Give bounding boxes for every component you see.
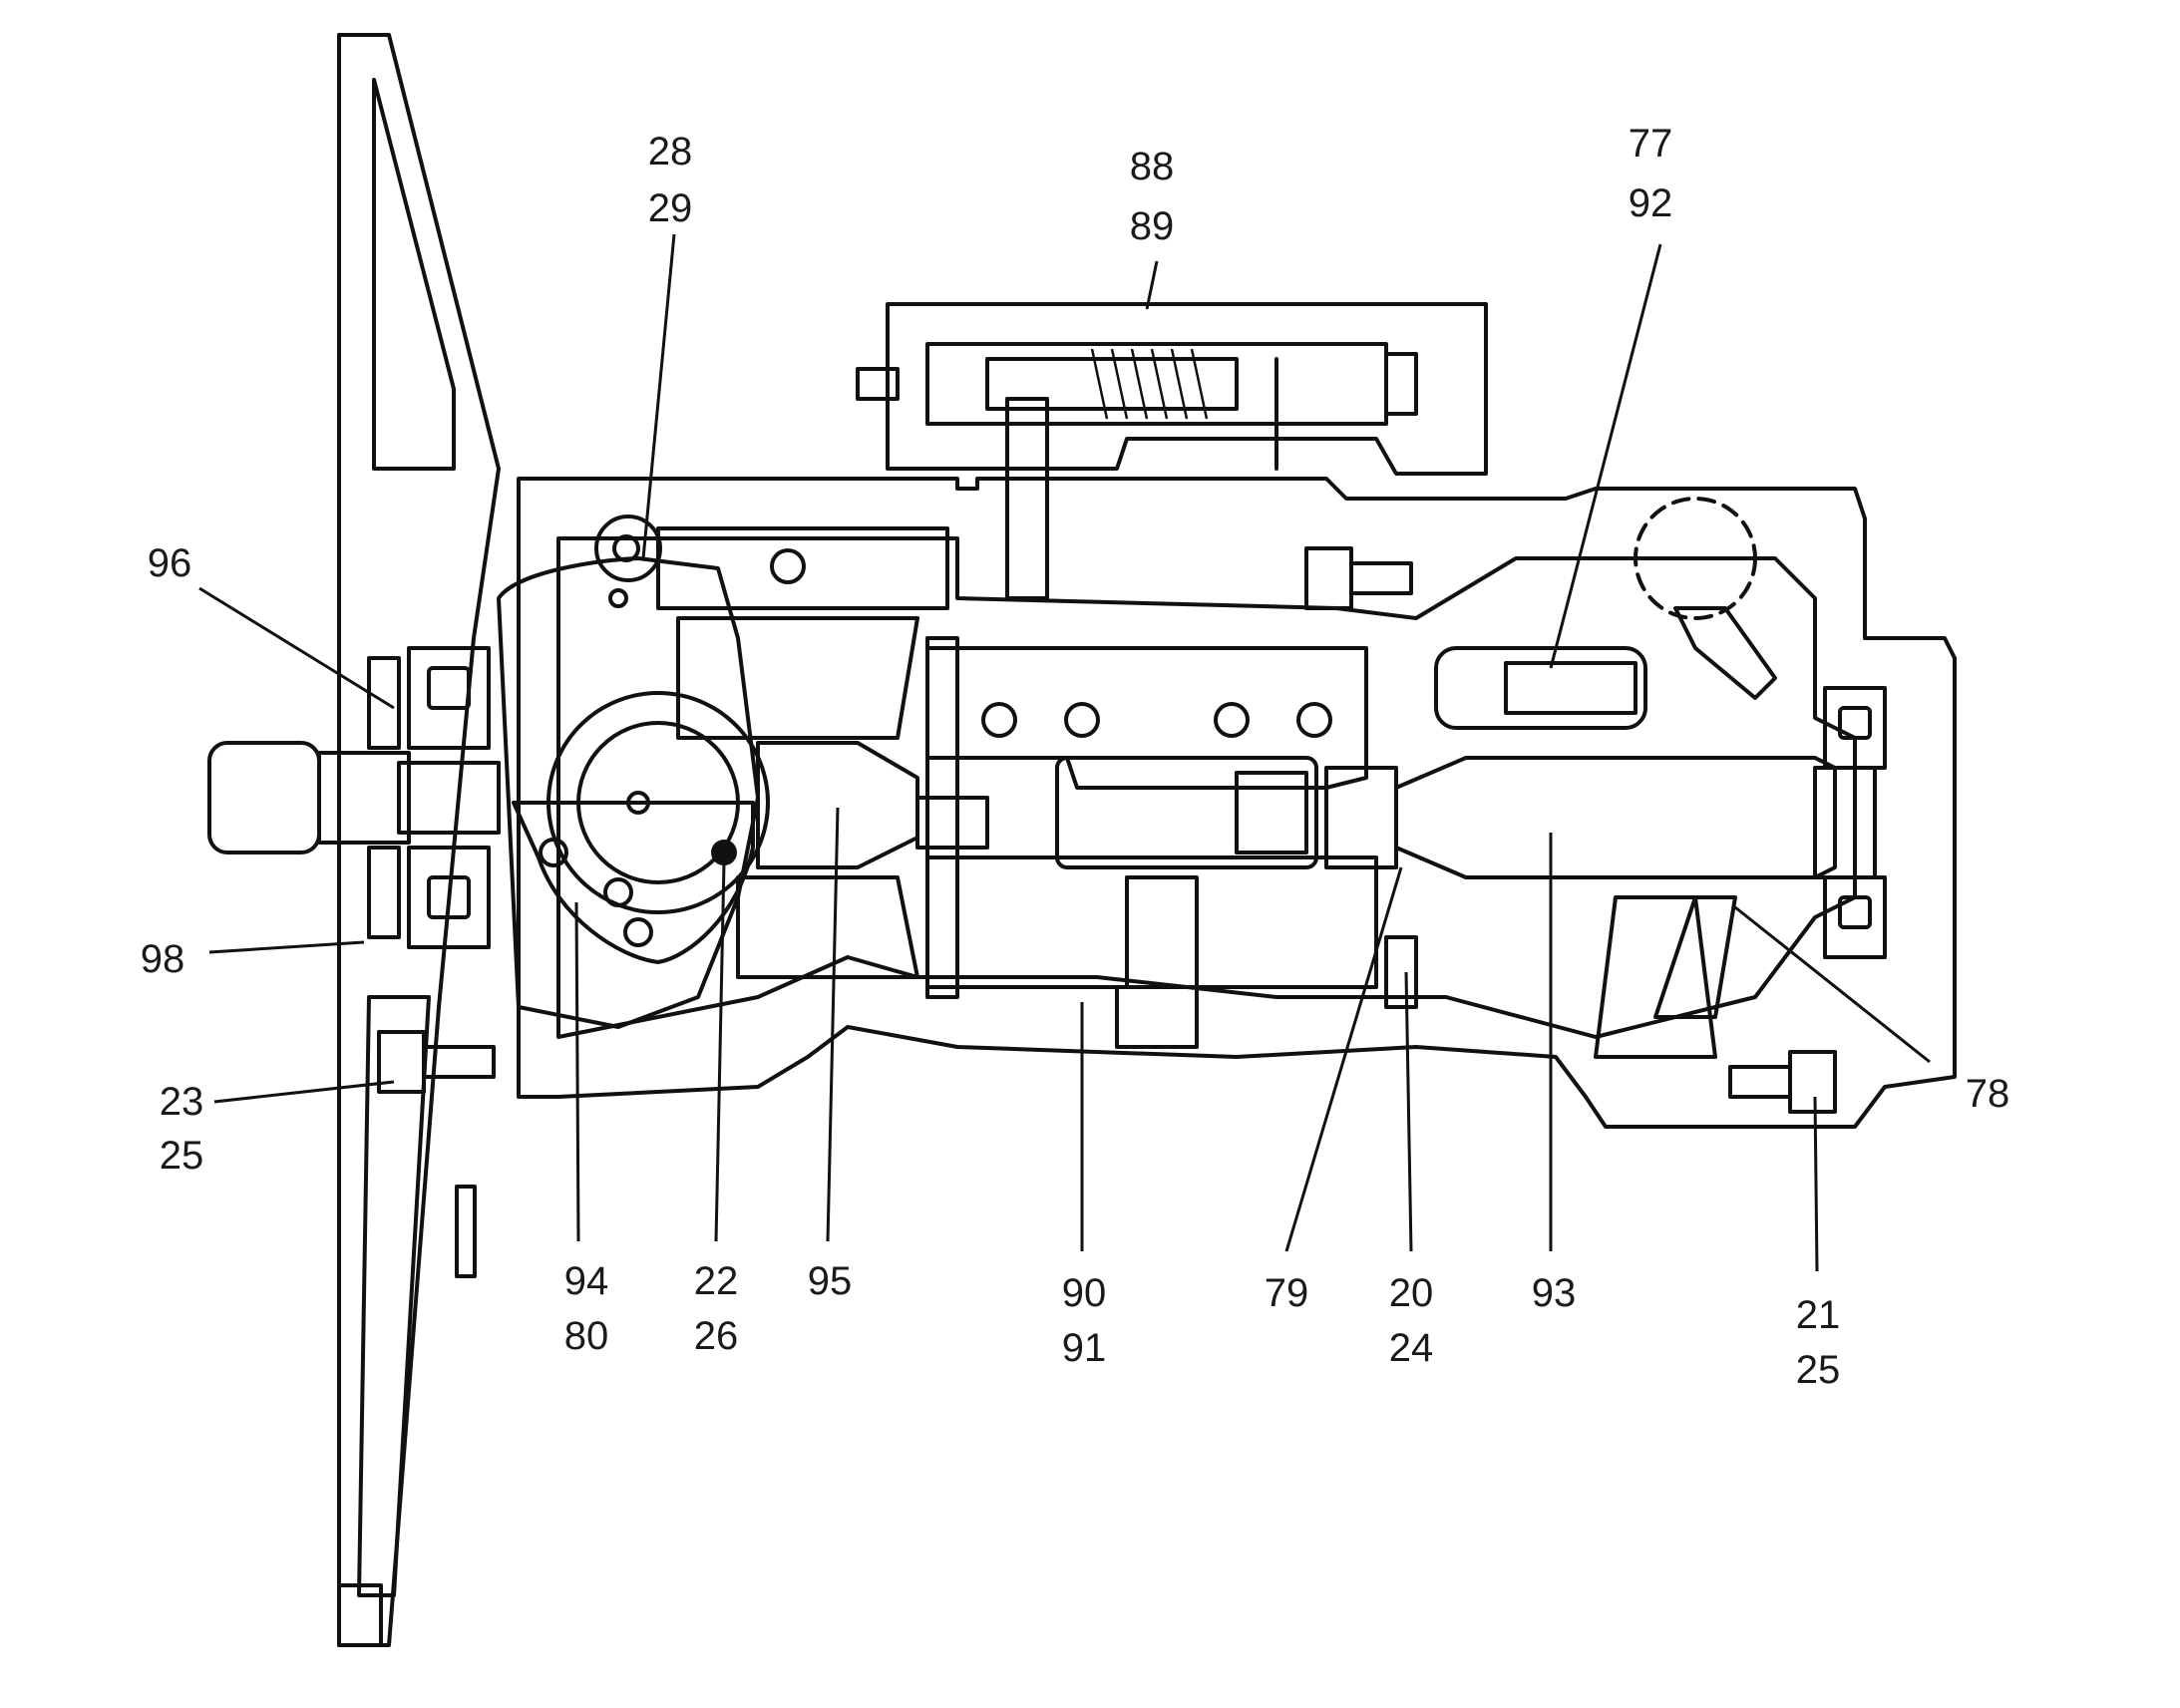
callout-89: 89 xyxy=(1130,204,1175,248)
leader-88-89 xyxy=(1145,260,1159,310)
swashplate-trunnion xyxy=(497,514,949,1029)
callout-94: 94 xyxy=(564,1259,609,1303)
charge-pump-assembly xyxy=(1434,497,1777,1059)
callout-20: 20 xyxy=(1389,1271,1434,1315)
callout-93: 93 xyxy=(1532,1271,1577,1315)
callout-79: 79 xyxy=(1265,1271,1309,1315)
callout-25-left: 25 xyxy=(160,1134,204,1178)
callout-22: 22 xyxy=(694,1259,739,1303)
callout-labels: 96 98 23 25 28 29 88 89 77 92 94 80 22 2… xyxy=(141,122,2010,1392)
leader-lines xyxy=(198,233,1931,1272)
callout-90: 90 xyxy=(1062,1271,1107,1315)
leader-20-24 xyxy=(1404,971,1413,1252)
callout-80: 80 xyxy=(564,1314,609,1358)
leader-22-26 xyxy=(714,861,726,1242)
bolts xyxy=(377,546,1837,1114)
leader-23-25 xyxy=(213,1080,395,1104)
callout-23: 23 xyxy=(160,1080,204,1124)
leader-96 xyxy=(198,586,395,710)
main-shaft xyxy=(756,686,1887,959)
leader-78 xyxy=(1734,905,1931,1064)
leader-98 xyxy=(208,940,365,954)
callout-29: 29 xyxy=(648,186,693,230)
mounting-flange xyxy=(337,33,501,1647)
leader-79 xyxy=(1284,866,1403,1252)
callout-95: 95 xyxy=(808,1259,853,1303)
callout-78: 78 xyxy=(1966,1072,2010,1116)
callout-91: 91 xyxy=(1062,1326,1107,1370)
callout-98: 98 xyxy=(141,937,185,981)
callout-96: 96 xyxy=(148,541,192,585)
callout-21: 21 xyxy=(1796,1293,1841,1337)
callout-25-right: 25 xyxy=(1796,1348,1841,1392)
leader-95 xyxy=(826,807,840,1242)
control-valve-block xyxy=(856,302,1488,600)
callout-24: 24 xyxy=(1389,1326,1434,1370)
leader-21-25 xyxy=(1813,1096,1819,1272)
callout-92: 92 xyxy=(1629,181,1673,225)
leader-28-29 xyxy=(641,233,676,559)
leader-77-92 xyxy=(1549,243,1662,669)
main-housing xyxy=(517,477,1957,1129)
callout-77: 77 xyxy=(1629,122,1673,166)
callout-28: 28 xyxy=(648,130,693,173)
input-shaft xyxy=(207,646,501,949)
leader-94-80 xyxy=(574,901,580,1242)
callout-88: 88 xyxy=(1130,145,1175,188)
callout-26: 26 xyxy=(694,1314,739,1358)
